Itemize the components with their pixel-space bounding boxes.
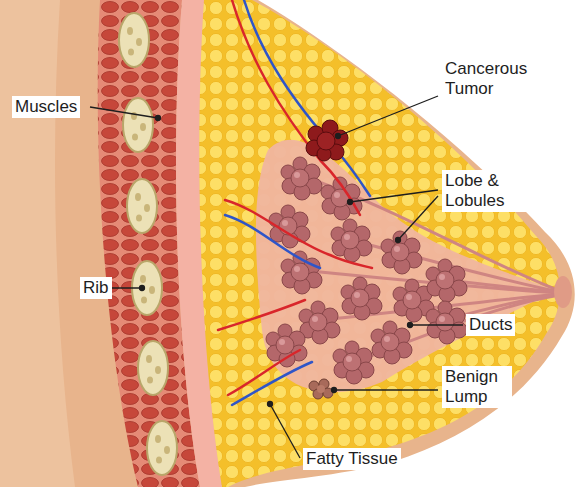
part-label: Benign Lump — [442, 366, 512, 408]
part-label: Fatty Tissue — [303, 448, 401, 470]
part-label: Ducts — [466, 314, 515, 336]
part-label: Muscles — [12, 96, 80, 118]
part-label: Lobe & Lobules — [442, 170, 526, 212]
part-label: Rib — [80, 277, 112, 299]
part-label: Cancerous Tumor — [442, 58, 536, 100]
